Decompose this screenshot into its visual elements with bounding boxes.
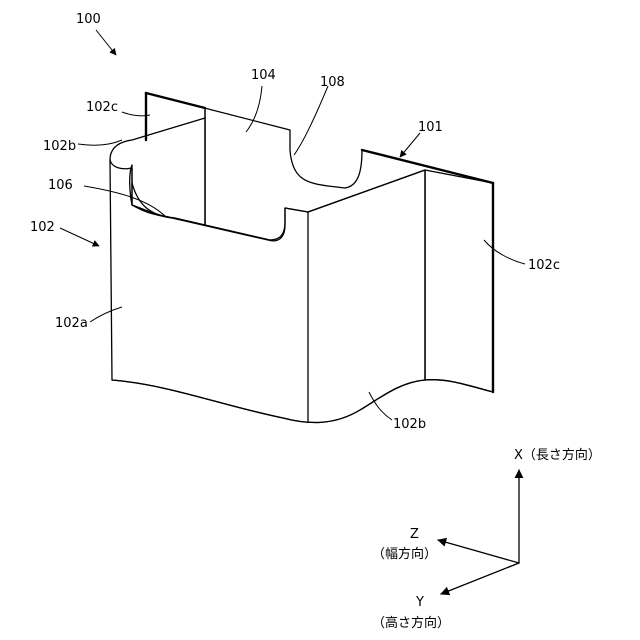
leader-108 xyxy=(294,86,328,155)
label-104: 104 xyxy=(251,68,276,83)
axis-z-label: Z xyxy=(410,527,419,542)
label-102a: 102a xyxy=(55,316,88,331)
label-102c-left: 102c xyxy=(86,100,118,115)
label-102b-left: 102b xyxy=(43,139,76,154)
label-106: 106 xyxy=(48,178,73,193)
axis-z-arrow xyxy=(438,540,519,563)
axis-y-label: Y xyxy=(415,595,424,610)
label-100: 100 xyxy=(76,12,101,27)
label-102c-right: 102c xyxy=(528,258,560,273)
axis-z-desc: （幅方向） xyxy=(372,546,437,562)
label-102b-bottom: 102b xyxy=(393,417,426,432)
leader-100-arrow xyxy=(96,30,116,55)
right-inner-face xyxy=(425,170,493,392)
leader-101-arrow xyxy=(400,133,420,157)
label-101: 101 xyxy=(418,120,443,135)
axis-y-desc: （高さ方向） xyxy=(372,615,450,631)
axis-x-label: X（長さ方向） xyxy=(514,447,601,463)
axis-indicator: X（長さ方向） Z （幅方向） Y （高さ方向） xyxy=(372,447,601,631)
axis-y-arrow xyxy=(441,563,519,594)
leader-102-arrow xyxy=(60,228,99,246)
label-102: 102 xyxy=(30,220,55,235)
leader-102b-left xyxy=(78,140,122,145)
label-108: 108 xyxy=(320,75,345,90)
